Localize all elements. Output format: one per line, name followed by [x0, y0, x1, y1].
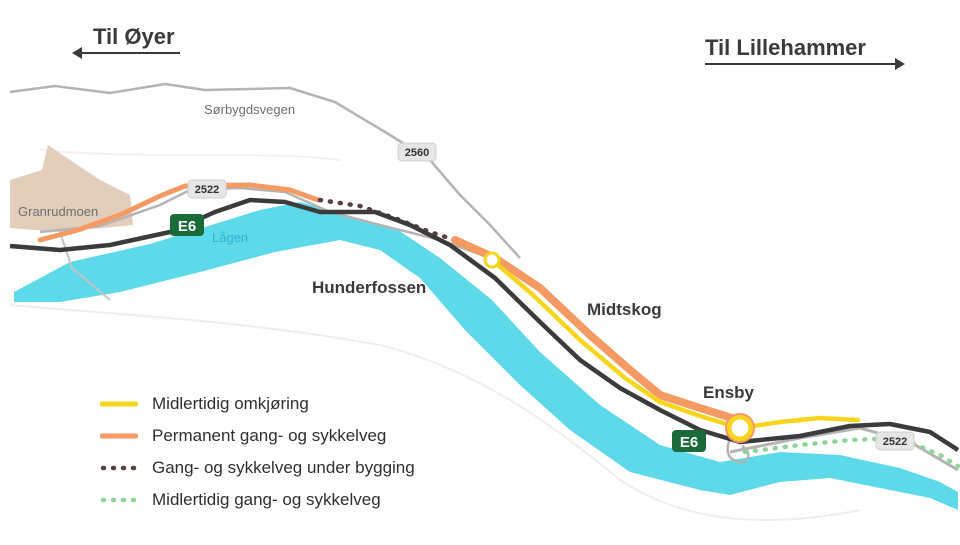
- legend-swatch-temporary-path: [100, 497, 138, 503]
- e6-shield-west-label: E6: [178, 218, 196, 235]
- legend-swatch-path-under-construction: [100, 465, 138, 471]
- temporary-detour: [489, 257, 861, 431]
- road-shield-2560: 2560: [397, 142, 437, 162]
- legend-item: Midlertidig gang- og sykkelveg: [100, 484, 415, 516]
- legend: Midlertidig omkjøring Permanent gang- og…: [100, 388, 415, 516]
- settlement-area: [10, 145, 133, 232]
- e6-shield-east-label: E6: [680, 434, 698, 451]
- road-shield-2560-label: 2560: [405, 147, 429, 159]
- e6-shield-east: E6: [672, 430, 706, 452]
- permanent-path-east: [451, 236, 742, 424]
- legend-item: Gang- og sykkelveg under bygging: [100, 452, 415, 484]
- arrow-right-icon: [705, 58, 905, 70]
- legend-item: Midlertidig omkjøring: [100, 388, 415, 420]
- legend-swatch-permanent-path: [100, 433, 138, 439]
- legend-swatch-temporary-detour: [100, 401, 138, 407]
- legend-item: Permanent gang- og sykkelveg: [100, 420, 415, 452]
- direction-west-label: Til Øyer: [93, 24, 175, 49]
- permanent-path-west: [37, 182, 321, 243]
- minor-road-2522-west: [39, 186, 491, 260]
- temporary-path: [742, 435, 960, 469]
- arrow-left-icon: [72, 47, 180, 59]
- roundabout-hunderfossen: [483, 251, 501, 269]
- place-label-granrudmoen: Granrudmoen: [18, 204, 98, 219]
- legend-label: Gang- og sykkelveg under bygging: [152, 458, 415, 477]
- place-label-hunderfossen: Hunderfossen: [312, 278, 426, 297]
- road-shield-2522-east-label: 2522: [883, 436, 907, 448]
- road-shield-2522-west-label: 2522: [195, 184, 219, 196]
- legend-label: Midlertidig omkjøring: [152, 394, 309, 413]
- river: [14, 202, 958, 510]
- road-shield-2522-east: 2522: [875, 431, 915, 451]
- terrain-contour: [39, 149, 341, 161]
- minor-road-granrudmoen: [59, 231, 111, 301]
- e6-shield-west: E6: [170, 214, 204, 236]
- legend-label: Permanent gang- og sykkelveg: [152, 426, 387, 445]
- minor-road-sorbygdsvegen: [9, 82, 521, 259]
- place-label-ensby: Ensby: [703, 383, 755, 402]
- roundabout-ensby: [726, 414, 754, 442]
- road-shield-2522-west: 2522: [187, 179, 227, 199]
- direction-east-label: Til Lillehammer: [705, 35, 866, 60]
- roundabout-ensby-ring: [725, 413, 755, 443]
- place-label-midtskog: Midtskog: [587, 300, 662, 319]
- terrain-contour: [9, 304, 861, 521]
- legend-label: Midlertidig gang- og sykkelveg: [152, 490, 381, 509]
- road-label-sorbygdsvegen: Sørbygdsvegen: [204, 102, 295, 117]
- minor-road-2522-east: [729, 426, 959, 472]
- river-label-lagen: Lågen: [212, 230, 248, 245]
